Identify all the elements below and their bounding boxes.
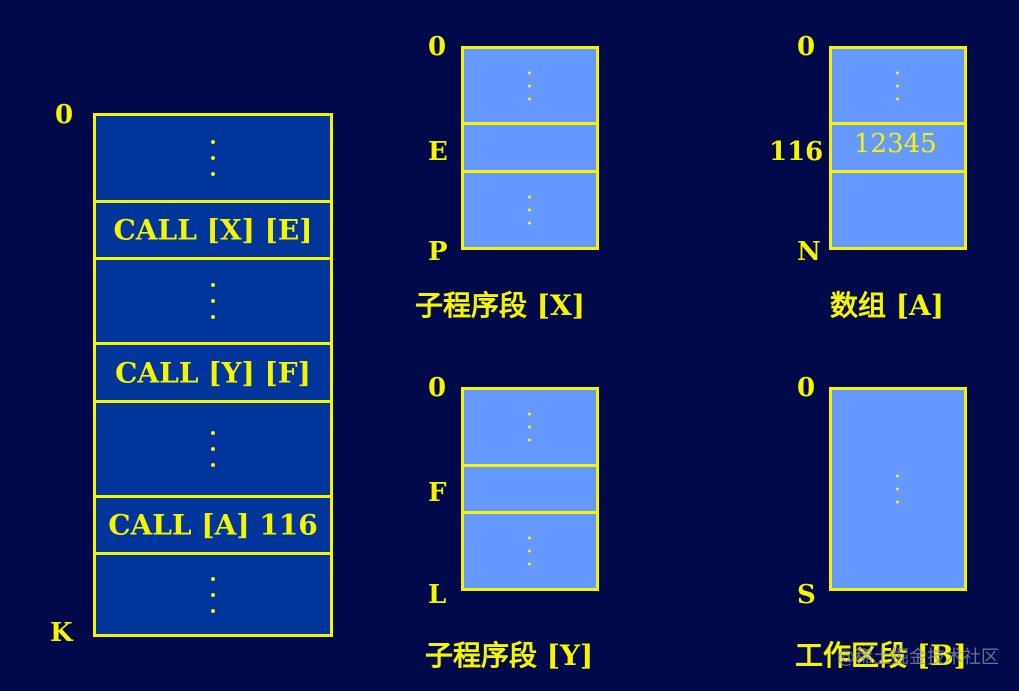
array-cell-bottom	[832, 173, 964, 247]
main-label-bottom: K	[50, 618, 73, 648]
seg-x-label-top: 0	[428, 32, 447, 62]
array-a-box: 12345	[829, 46, 967, 250]
seg-x-label-mid: E	[428, 137, 448, 167]
array-cell-top	[832, 49, 964, 125]
array-label-bottom: N	[797, 237, 821, 267]
main-cell-gap-4	[96, 555, 330, 634]
main-cell-gap-2	[96, 260, 330, 345]
array-caption: 数组 [A]	[830, 289, 944, 322]
main-cell-gap-3	[96, 403, 330, 498]
work-b-box	[829, 387, 967, 591]
call-a-text: CALL [A] 116	[108, 508, 318, 542]
ellipsis-dots	[528, 186, 532, 235]
array-cell-value: 12345	[832, 125, 964, 173]
seg-y-label-top: 0	[428, 373, 447, 403]
main-label-top: 0	[55, 100, 74, 130]
array-value: 12345	[854, 129, 937, 159]
work-label-top: 0	[797, 373, 816, 403]
array-label-mid: 116	[769, 137, 824, 167]
watermark-text: @稀土掘金技术社区	[837, 647, 999, 668]
seg-y-caption: 子程序段 [Y]	[425, 639, 594, 672]
call-x-text: CALL [X] [E]	[113, 213, 313, 247]
ellipsis-dots	[211, 271, 215, 331]
call-y-text: CALL [Y] [F]	[115, 356, 311, 389]
seg-y-cell-bottom	[464, 514, 596, 588]
array-label-top: 0	[797, 32, 816, 62]
seg-y-cell-top	[464, 390, 596, 467]
seg-y-label-mid: F	[428, 478, 447, 508]
seg-x-cell-entry	[464, 125, 596, 173]
seg-x-cell-bottom	[464, 173, 596, 247]
ellipsis-dots	[528, 61, 532, 110]
main-cell-call-x: CALL [X] [E]	[96, 203, 330, 260]
ellipsis-dots	[528, 403, 532, 452]
ellipsis-dots	[528, 527, 532, 576]
ellipsis-dots	[211, 565, 215, 625]
main-program-box: CALL [X] [E] CALL [Y] [F] CALL [A] 116	[93, 113, 333, 637]
ellipsis-dots	[896, 61, 900, 110]
work-label-bottom: S	[797, 580, 816, 610]
ellipsis-dots	[896, 465, 900, 514]
seg-y-label-bottom: L	[428, 580, 447, 610]
main-cell-call-a: CALL [A] 116	[96, 498, 330, 555]
work-caption: 工作区段 [B]	[795, 639, 967, 672]
ellipsis-dots	[211, 419, 215, 479]
seg-x-label-bottom: P	[428, 237, 448, 267]
seg-x-cell-top	[464, 49, 596, 125]
segment-y-box	[461, 387, 599, 591]
seg-x-caption: 子程序段 [X]	[415, 289, 585, 322]
work-cell	[832, 390, 964, 588]
main-cell-call-y: CALL [Y] [F]	[96, 345, 330, 403]
main-cell-gap-1	[96, 116, 330, 203]
ellipsis-dots	[211, 128, 215, 188]
seg-y-cell-entry	[464, 467, 596, 514]
segment-x-box	[461, 46, 599, 250]
